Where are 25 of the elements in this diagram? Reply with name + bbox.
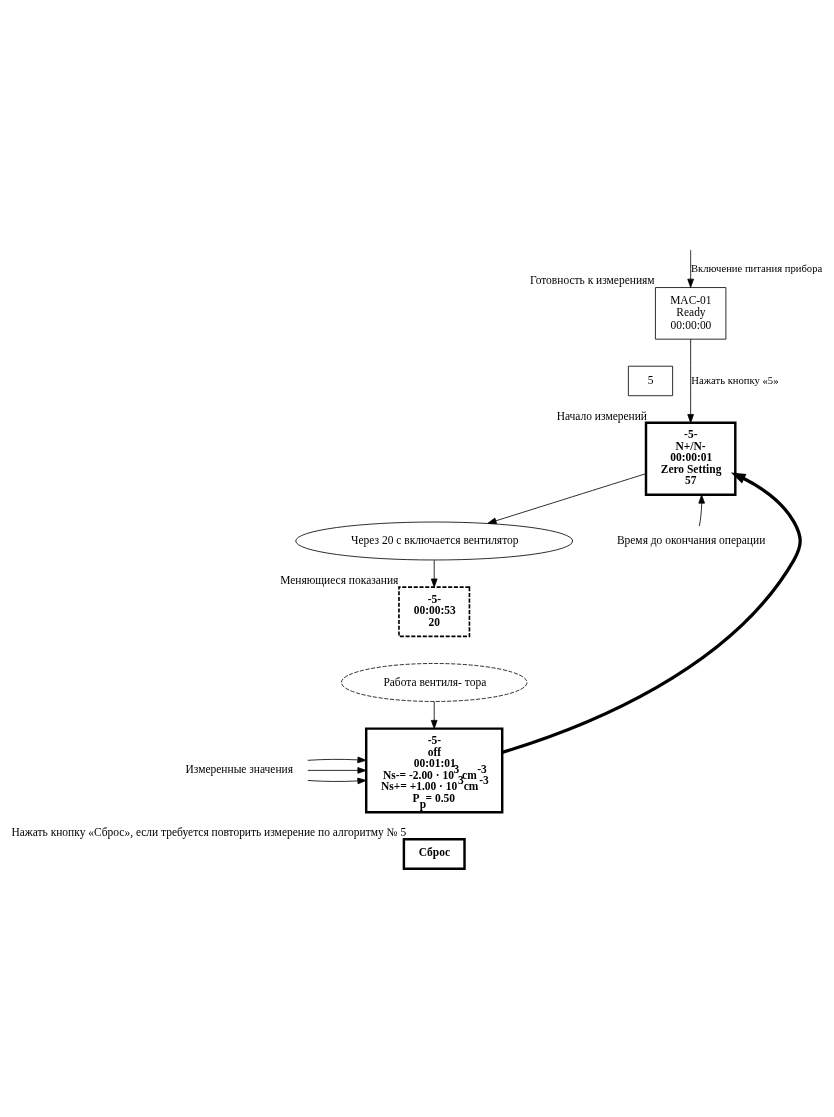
edge-label: Нажать кнопку «5» — [691, 374, 779, 386]
node-text: Время до окончания операции — [616, 533, 766, 546]
arrow — [501, 471, 802, 754]
node-ellipse: Через 20 с включается вентилятор — [295, 521, 574, 560]
node-box: -5- N+/N- 00:00:01 Zero Setting 57 — [644, 421, 737, 496]
arrow — [430, 559, 438, 588]
arrow — [307, 777, 367, 784]
node-text: Измеренные значения — [185, 762, 294, 775]
node-label: Нажать кнопку «Сброс», если требуется повторить измерение по алгоритму № 5 — [11, 825, 407, 838]
arrow — [307, 766, 367, 774]
arrow — [687, 338, 694, 423]
arrow — [307, 756, 367, 763]
node-box: -5- 00:00:53 20 — [398, 585, 471, 637]
arrow — [487, 472, 647, 524]
node-box: 5 — [627, 365, 674, 396]
edge-label: Включение питания прибора — [690, 262, 823, 273]
node-label: Начало измерений — [556, 409, 647, 422]
arrow — [687, 249, 694, 288]
arrow — [698, 494, 705, 526]
node-label: Меняющиеся показания — [280, 573, 399, 586]
arrow — [430, 700, 438, 729]
node-label: Готовность к измерениям — [530, 273, 655, 286]
node-ellipse: Работа вентиля- тора — [341, 662, 528, 702]
node-box: Сброс — [402, 837, 466, 870]
node-box: MAC-01 Ready 00:00:00 — [655, 286, 727, 340]
